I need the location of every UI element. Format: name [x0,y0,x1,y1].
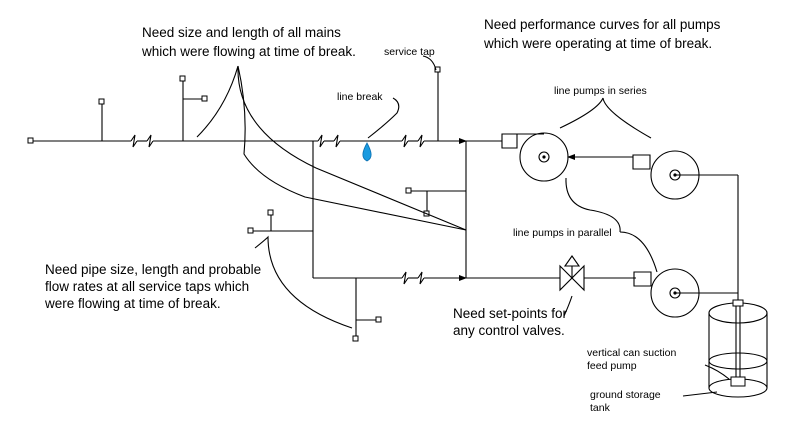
note-taps-line-3: were flowing at time of break. [44,296,221,311]
pump-series-1 [501,132,569,182]
note-mains-line-2: which were flowing at time of break. [141,44,356,59]
note-valves-line-2: any control valves. [453,323,565,338]
label-line-pumps-parallel: line pumps in parallel [513,227,612,239]
note-taps-line-1: Need pipe size, length and probable [45,262,261,277]
service-tap [405,187,466,217]
pipe-break-symbol [401,271,425,285]
label-can-pump-line-2: feed pump [587,360,637,372]
loop-pipe [312,141,636,281]
control-valve-icon [559,255,585,292]
label-line-break: line break [337,91,383,103]
leader-lines [196,55,730,397]
pipe-break-symbol [317,134,341,148]
pipe-break-symbol [130,134,154,148]
note-taps-line-2: flow rates at all service taps which [45,279,249,294]
service-tap [352,278,382,342]
ground-storage-tank [708,299,768,398]
label-can-pump-line-1: vertical can suction [587,347,676,359]
note-pumps-line-1: Need performance curves for all pumps [484,17,721,32]
main-pipe-end-tap [27,137,34,144]
label-line-pumps-series: line pumps in series [554,85,647,97]
service-tap [98,98,105,141]
service-tap [179,75,208,141]
label-tank-line-2: tank [590,402,611,414]
service-tap [247,209,313,234]
note-mains-line-1: Need size and length of all mains [142,25,341,40]
pipe-break-symbol [401,134,425,148]
label-tank-line-1: ground storage [590,389,661,401]
note-pumps-line-2: which were operating at time of break. [483,36,712,51]
label-service-tap: service tap [384,46,435,58]
service-tap [434,66,441,141]
note-valves-line-1: Need set-points for [453,306,568,321]
water-drop-icon [362,142,372,162]
